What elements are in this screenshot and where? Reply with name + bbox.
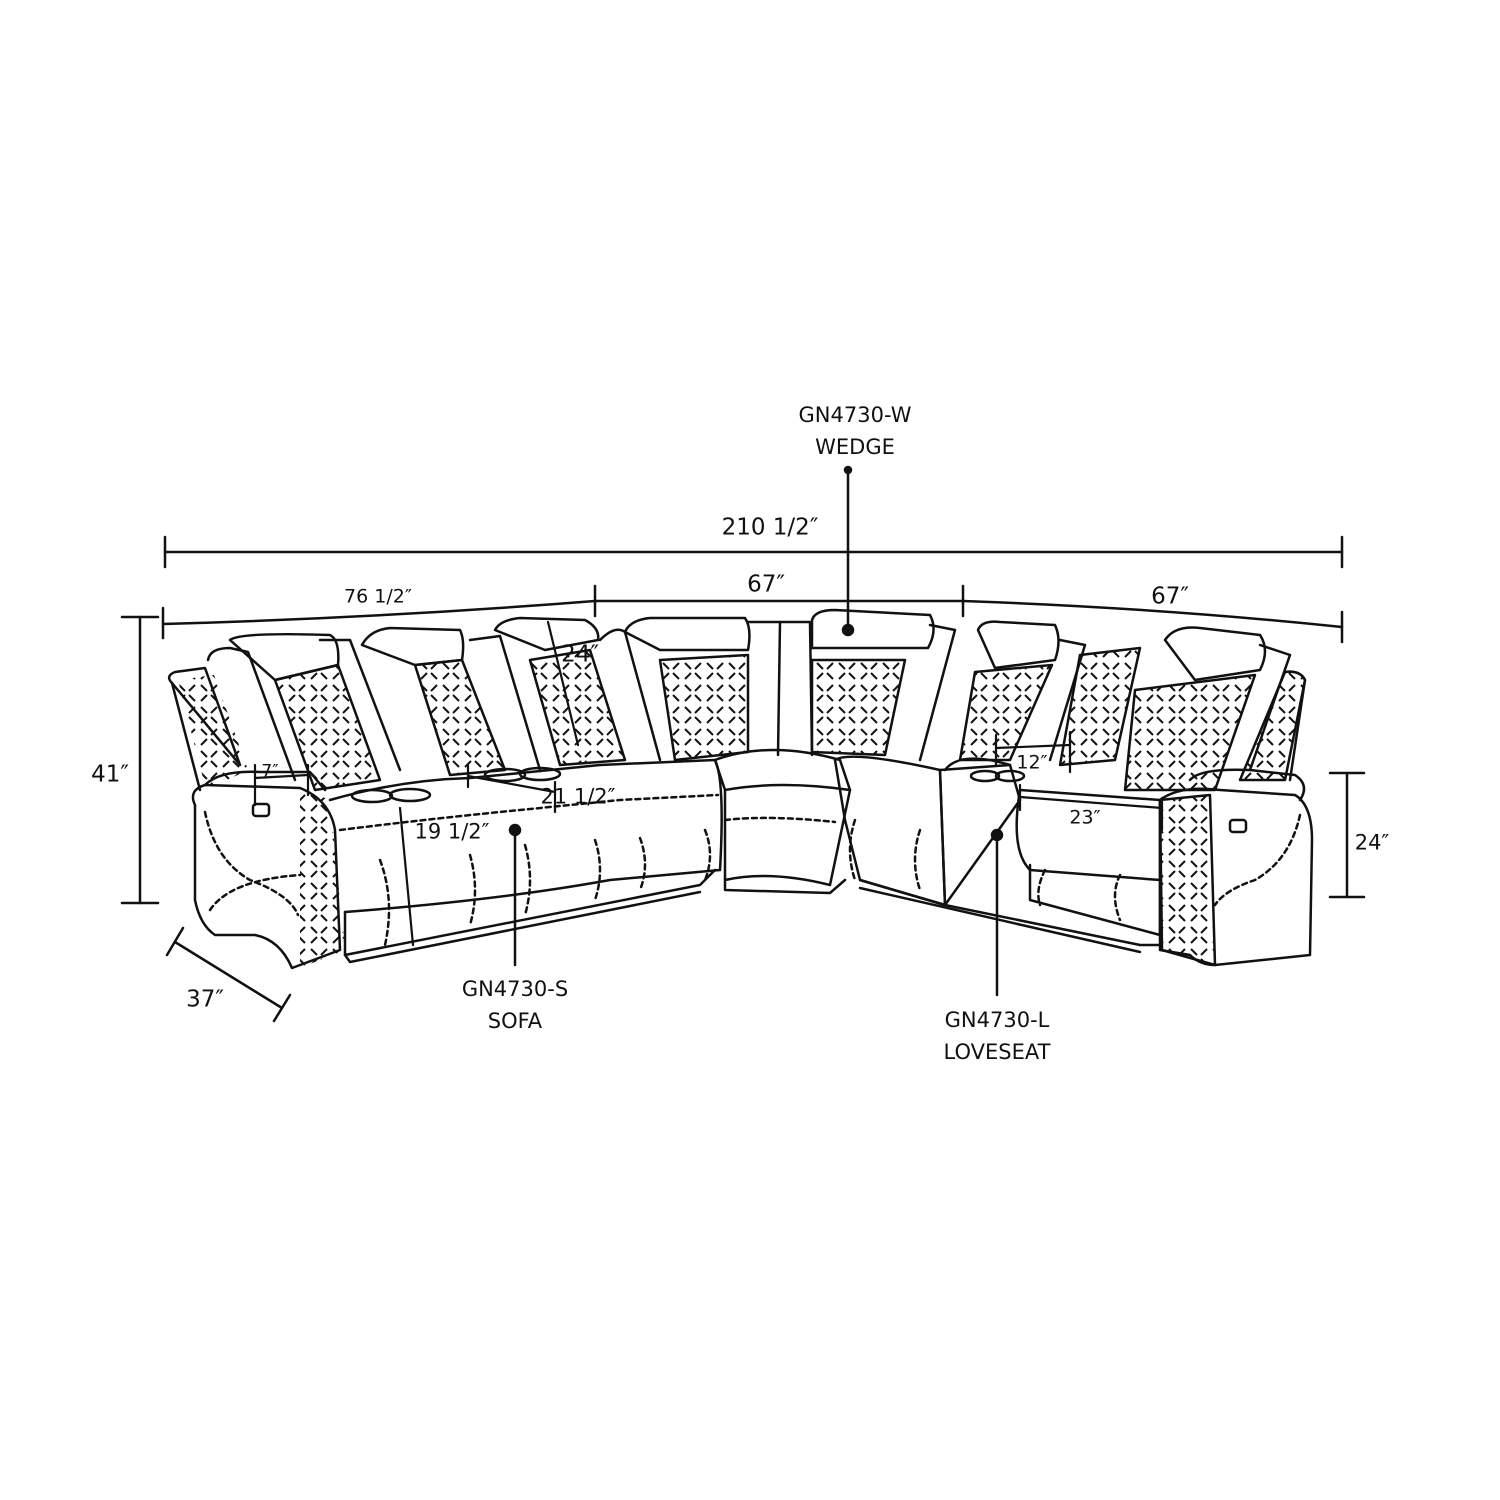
loveseat-model: GN4730-L xyxy=(944,1008,1050,1032)
back-height-label: 24″ xyxy=(561,641,599,668)
console-width-label: 12″ xyxy=(1016,751,1048,774)
sofa-drawing xyxy=(167,616,723,970)
loveseat-label: GN4730-L LOVESEAT xyxy=(944,1004,1051,1068)
depth-label: 37″ xyxy=(186,986,224,1013)
wedge-label: GN4730-W WEDGE xyxy=(799,399,912,463)
loveseat-drawing xyxy=(833,620,1314,967)
sofa-label: GN4730-S SOFA xyxy=(462,973,568,1037)
component-leaders xyxy=(508,465,1004,997)
overall-dimension-line xyxy=(163,535,1344,569)
loveseat-name: LOVESEAT xyxy=(943,1040,1051,1064)
loveseat-width-label: 67″ xyxy=(1151,583,1189,610)
segment-dimension-lines xyxy=(161,584,1344,644)
overall-width-label: 210 1/2″ xyxy=(721,514,819,541)
loveseat-seat-width-label: 23″ xyxy=(1069,806,1101,829)
height-dimension-line xyxy=(120,615,160,905)
arm-width-label: 7″ xyxy=(261,761,279,782)
sofa-model: GN4730-S xyxy=(461,977,569,1001)
sofa-width-label: 76 1/2″ xyxy=(344,585,412,608)
wedge-name: WEDGE xyxy=(815,435,895,459)
wedge-drawing xyxy=(598,608,957,895)
depth-dimension-line xyxy=(165,926,292,1023)
arm-height-label: 24″ xyxy=(1354,830,1390,855)
arm-height-dimension-line xyxy=(1328,771,1366,899)
wedge-model: GN4730-W xyxy=(798,403,912,427)
seat-width-label: 21 1/2″ xyxy=(540,784,616,809)
seat-depth-label: 19 1/2″ xyxy=(414,819,490,844)
inner-measurement-lines xyxy=(253,620,1164,947)
height-label: 41″ xyxy=(91,761,129,788)
sofa-name: SOFA xyxy=(487,1009,543,1033)
wedge-width-label: 67″ xyxy=(747,571,785,598)
